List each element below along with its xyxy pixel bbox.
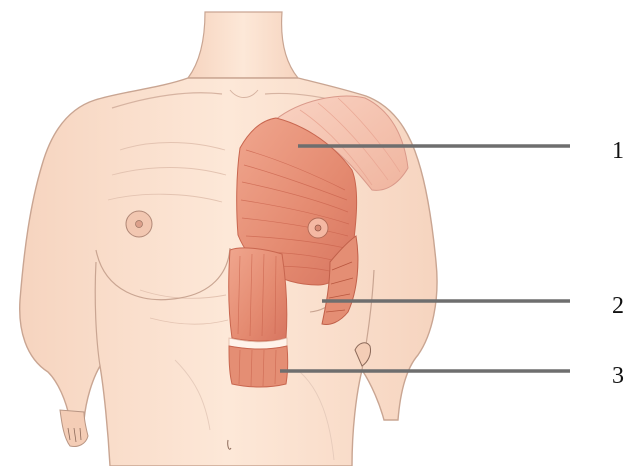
callout-number-3: 3 bbox=[612, 363, 624, 389]
rectus-abdominis-lower bbox=[229, 346, 288, 387]
neck bbox=[188, 12, 298, 78]
callout-number-1: 1 bbox=[612, 138, 624, 164]
torso bbox=[20, 12, 437, 466]
callout-number-2: 2 bbox=[612, 293, 624, 319]
rectus-abdominis-muscle bbox=[229, 248, 287, 341]
right-nipple bbox=[315, 225, 321, 231]
callout-numbers: 1 2 3 bbox=[612, 138, 624, 389]
left-nipple bbox=[136, 221, 143, 228]
